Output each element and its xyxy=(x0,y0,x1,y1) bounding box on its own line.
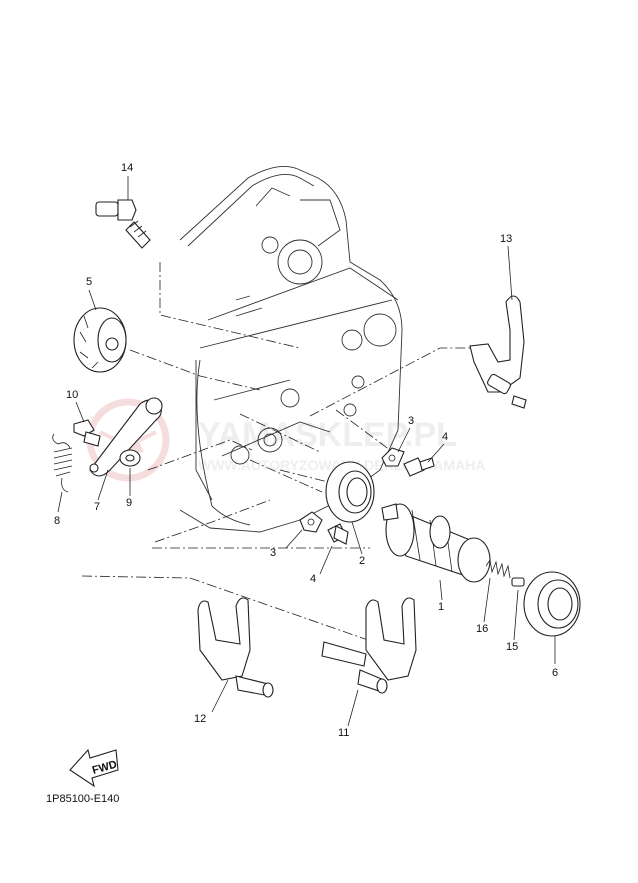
part-11-shift-fork xyxy=(321,597,417,694)
callout-2: 2 xyxy=(359,555,365,567)
part-4-bolt-upper xyxy=(403,457,435,477)
callout-1: 1 xyxy=(438,601,444,613)
callout-9: 9 xyxy=(126,497,132,509)
part-2-bearing xyxy=(325,461,375,523)
callout-3-upper: 3 xyxy=(408,415,414,427)
part-10-bolt xyxy=(73,419,101,447)
part-1-shift-drum xyxy=(381,503,491,583)
callout-10: 10 xyxy=(66,389,78,401)
callout-12: 12 xyxy=(194,713,206,725)
callout-4-upper: 4 xyxy=(442,431,448,443)
callout-6: 6 xyxy=(552,667,558,679)
callouts: 14 5 13 10 8 7 9 3 4 3 4 2 1 16 15 6 12 … xyxy=(54,162,558,739)
crankcase xyxy=(179,165,403,533)
part-15-pin xyxy=(511,577,525,587)
callout-11: 11 xyxy=(338,727,349,739)
part-6-oil-seal xyxy=(523,571,581,637)
callout-15: 15 xyxy=(506,641,518,653)
callout-13: 13 xyxy=(500,233,512,245)
diagram-code: 1P85100-E140 xyxy=(46,793,119,805)
leader-lines xyxy=(57,176,556,727)
callout-8: 8 xyxy=(54,515,60,527)
fwd-arrow-icon: FWD xyxy=(69,748,119,788)
watermark-main: YAMASKLEP.PL xyxy=(198,416,457,454)
part-14-bolt xyxy=(95,199,151,249)
part-4-bolt-lower xyxy=(327,523,349,545)
part-8-spring xyxy=(52,433,73,493)
callout-5: 5 xyxy=(86,276,92,288)
part-16-spring xyxy=(485,558,511,579)
part-9-washer xyxy=(119,449,141,467)
callout-7: 7 xyxy=(94,501,100,513)
part-12-shift-fork xyxy=(197,597,274,698)
callout-3-lower: 3 xyxy=(270,547,276,559)
part-13-shift-fork xyxy=(469,295,527,409)
callout-14: 14 xyxy=(121,162,133,174)
part-3-plate-lower xyxy=(299,511,323,533)
part-3-plate-upper xyxy=(381,447,405,467)
callout-4-lower: 4 xyxy=(310,573,316,585)
callout-16: 16 xyxy=(476,623,488,635)
part-5-segment xyxy=(73,307,127,373)
part-7-stopper-lever xyxy=(89,397,163,477)
